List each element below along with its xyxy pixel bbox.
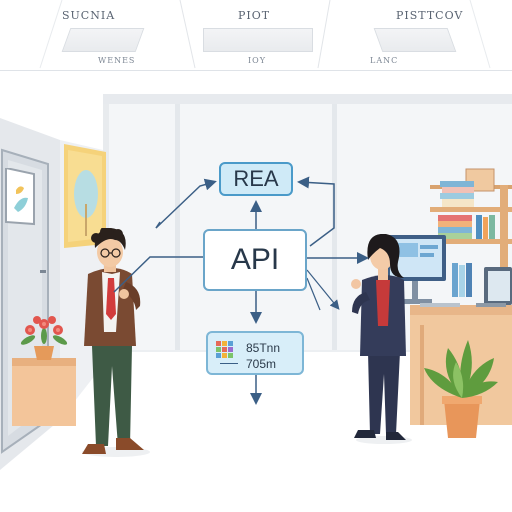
wall-artwork	[64, 144, 106, 248]
ceiling-sign-3: PISTTCOV	[396, 9, 464, 22]
potted-plant	[424, 340, 498, 438]
man-figure	[82, 228, 150, 457]
side-table-with-flowers	[12, 316, 76, 426]
data-divider	[220, 363, 238, 364]
arrow-api-to-man	[113, 256, 203, 293]
arrow-right-to-rea	[297, 176, 335, 247]
rea-box: REA	[219, 162, 293, 196]
data-line-2: 705m	[246, 357, 277, 371]
arrow-api-to-woman-3	[306, 277, 321, 311]
ceiling-sign-2-sub: IOY	[248, 56, 266, 65]
data-line-1: 85Tnn	[246, 341, 281, 355]
arrow-api-to-woman-2	[306, 269, 340, 310]
ceiling-sign-1-sub: WENES	[98, 56, 136, 65]
woman-figure	[351, 234, 412, 444]
api-box-label: API	[230, 243, 280, 276]
data-grid-icon	[216, 341, 233, 358]
ceiling-light-panel	[203, 28, 313, 52]
ceiling-grid	[39, 0, 491, 69]
ceiling-edge	[0, 70, 512, 71]
data-box: 85Tnn 705m	[206, 331, 304, 375]
api-box: API	[203, 229, 307, 291]
wall-picture	[5, 168, 35, 226]
ceiling-sign-3-sub: LANC	[370, 56, 399, 65]
ceiling-sign-1: SUCNIA	[62, 9, 116, 22]
ceiling-sign-2: PIOT	[238, 9, 271, 22]
rea-box-label: REA	[233, 166, 279, 191]
arrow-left-to-rea	[155, 178, 217, 229]
